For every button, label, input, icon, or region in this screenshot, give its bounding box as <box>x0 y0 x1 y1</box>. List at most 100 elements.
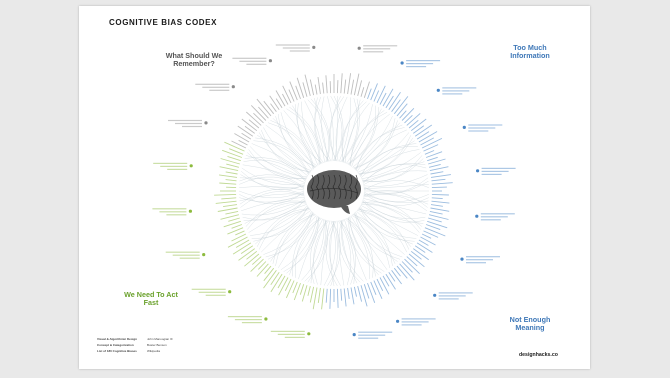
bias-label-mark <box>226 163 240 168</box>
fan-line <box>270 120 315 169</box>
fan-line <box>353 118 396 169</box>
bias-label-mark <box>410 118 427 132</box>
bias-label-mark <box>304 74 311 97</box>
bias-label-mark <box>401 261 413 273</box>
bias-label-mark <box>416 131 430 140</box>
fan-line <box>314 98 328 162</box>
fan-line <box>304 219 328 282</box>
bias-wheel <box>152 44 516 339</box>
bias-label-mark <box>225 179 237 182</box>
fan-line <box>358 137 413 175</box>
bias-label-mark <box>288 89 295 102</box>
bias-label-mark <box>336 288 339 308</box>
fan-line <box>327 96 334 162</box>
bias-label-mark <box>350 287 355 305</box>
fan-line <box>313 220 329 285</box>
fan-line <box>347 105 376 165</box>
fan-line <box>347 217 376 277</box>
bias-label-mark <box>277 275 286 289</box>
category-dot <box>462 125 466 129</box>
fan-line <box>361 152 421 179</box>
bias-label-mark <box>321 288 325 310</box>
category-label-mark <box>481 170 509 172</box>
bias-label-mark <box>363 81 370 98</box>
bias-label-mark <box>429 166 449 172</box>
fan-line <box>263 211 312 255</box>
category-dot <box>189 164 193 168</box>
category-label-mark <box>401 321 429 323</box>
bias-label-mark <box>408 253 425 268</box>
category-label-mark <box>363 48 391 50</box>
bias-label-mark <box>312 287 318 310</box>
bias-label-mark <box>251 256 262 265</box>
bias-label-mark <box>256 98 272 117</box>
fan-line <box>278 114 317 167</box>
fan-line <box>341 101 367 163</box>
bias-label-mark <box>408 119 419 129</box>
category-dot <box>204 121 208 125</box>
bias-label-mark <box>367 88 372 100</box>
fan-line <box>243 159 306 182</box>
bias-label-mark <box>282 85 292 104</box>
fan-line <box>239 174 305 189</box>
bias-label-mark <box>376 278 384 291</box>
category-label-mark <box>168 119 202 122</box>
category-dot <box>231 85 235 89</box>
bias-label-mark <box>301 285 308 302</box>
bias-label-mark <box>270 273 283 293</box>
bias-label-mark <box>299 284 305 295</box>
bias-label-mark <box>289 81 298 101</box>
fan-line <box>239 189 305 205</box>
fan-line <box>267 212 314 260</box>
fan-line <box>360 146 418 177</box>
fan-line <box>286 108 320 166</box>
category-label-mark <box>175 122 202 125</box>
fan-line <box>244 157 306 181</box>
category-label-mark <box>480 213 515 215</box>
credit-label: List of 180 Cognitive Biases <box>97 349 137 353</box>
category-dot <box>352 333 356 337</box>
bias-label-mark <box>404 114 413 124</box>
category-label-mark <box>160 165 188 167</box>
bias-label-mark <box>414 245 426 253</box>
bias-label-mark <box>235 239 250 248</box>
fan-line <box>363 184 429 190</box>
category-label-mark <box>468 127 496 129</box>
fan-line <box>351 215 390 268</box>
fan-line <box>265 211 313 258</box>
fan-line <box>342 99 361 163</box>
fan-line <box>362 200 425 223</box>
bias-label-mark <box>215 200 237 204</box>
category-label-mark <box>466 259 493 261</box>
bias-label-mark <box>370 83 378 101</box>
bias-label-mark <box>406 256 418 267</box>
bias-label-mark <box>430 207 450 212</box>
bias-label-mark <box>238 248 255 261</box>
bias-label-mark <box>431 197 443 200</box>
bias-label-mark <box>284 278 292 291</box>
bias-label-mark <box>229 148 244 155</box>
bias-label-mark <box>248 119 260 129</box>
category-dot <box>312 45 316 50</box>
fan-line <box>339 97 351 162</box>
bias-label-mark <box>325 288 328 303</box>
bias-label-mark <box>393 96 409 115</box>
category-label-mark <box>241 322 262 324</box>
fan-line <box>358 135 412 174</box>
fan-line <box>280 215 318 270</box>
bias-label-mark <box>293 282 301 301</box>
fan-line <box>286 216 320 274</box>
poster: COGNITIVE BIAS CODEX What Should We Reme… <box>79 6 590 369</box>
bias-label-mark <box>413 248 429 261</box>
fan-line <box>247 202 307 230</box>
bias-label-mark <box>428 217 442 223</box>
category-label-mark <box>468 130 489 132</box>
bias-label-mark <box>227 236 248 248</box>
fan-line <box>310 220 328 284</box>
category-label-mark <box>466 262 486 264</box>
fan-line <box>350 112 388 167</box>
bias-label-mark <box>220 214 240 220</box>
category-label-mark <box>277 333 305 335</box>
bias-label-mark <box>396 265 408 279</box>
